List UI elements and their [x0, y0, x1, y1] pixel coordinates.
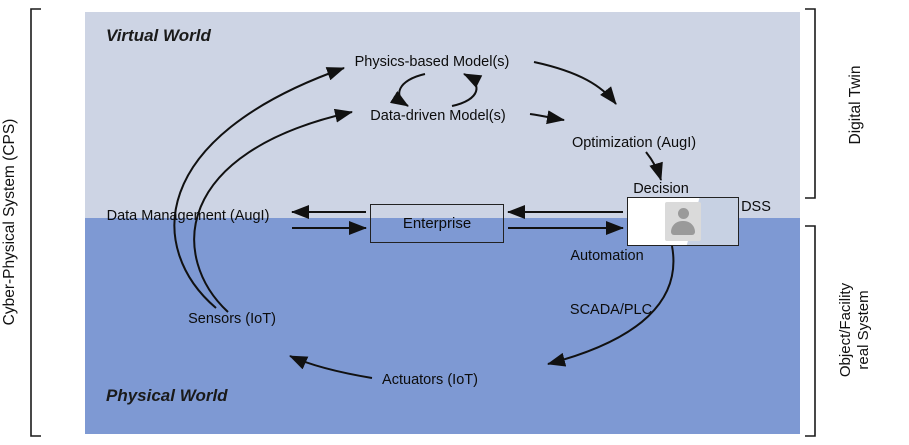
data-model-label: Data-driven Model(s) — [370, 108, 506, 124]
left-bracket — [30, 8, 41, 437]
object-facility-line2: real System — [855, 290, 872, 370]
sensors-label: Sensors (IoT) — [188, 311, 276, 327]
actuators-label: Actuators (IoT) — [382, 372, 478, 388]
object-facility-line1: Object/Facility — [837, 282, 854, 378]
automation-label: Automation — [570, 248, 644, 264]
person-icon — [665, 202, 701, 241]
physical-world-label: Physical World — [106, 386, 228, 405]
right-top-bracket — [805, 8, 816, 199]
dss-box — [627, 197, 739, 246]
object-facility-side-label: Object/Facility real System — [837, 220, 875, 440]
enterprise-label: Enterprise — [402, 215, 472, 232]
scada-plc-label: SCADA/PLC — [569, 302, 653, 318]
cps-side-label: Cyber-Physical System (CPS) — [1, 118, 18, 326]
digital-twin-side-label: Digital Twin — [847, 65, 864, 145]
virtual-world-label: Virtual World — [106, 26, 211, 45]
enterprise-box: Enterprise — [370, 204, 504, 243]
right-bottom-bracket — [805, 225, 816, 437]
optimization-label: Optimization (AugI) — [571, 135, 697, 151]
decision-label: Decision — [633, 181, 689, 197]
physics-model-label: Physics-based Model(s) — [354, 54, 510, 70]
dss-label: DSS — [741, 199, 771, 215]
data-management-label: Data Management (AugI) — [106, 208, 270, 224]
